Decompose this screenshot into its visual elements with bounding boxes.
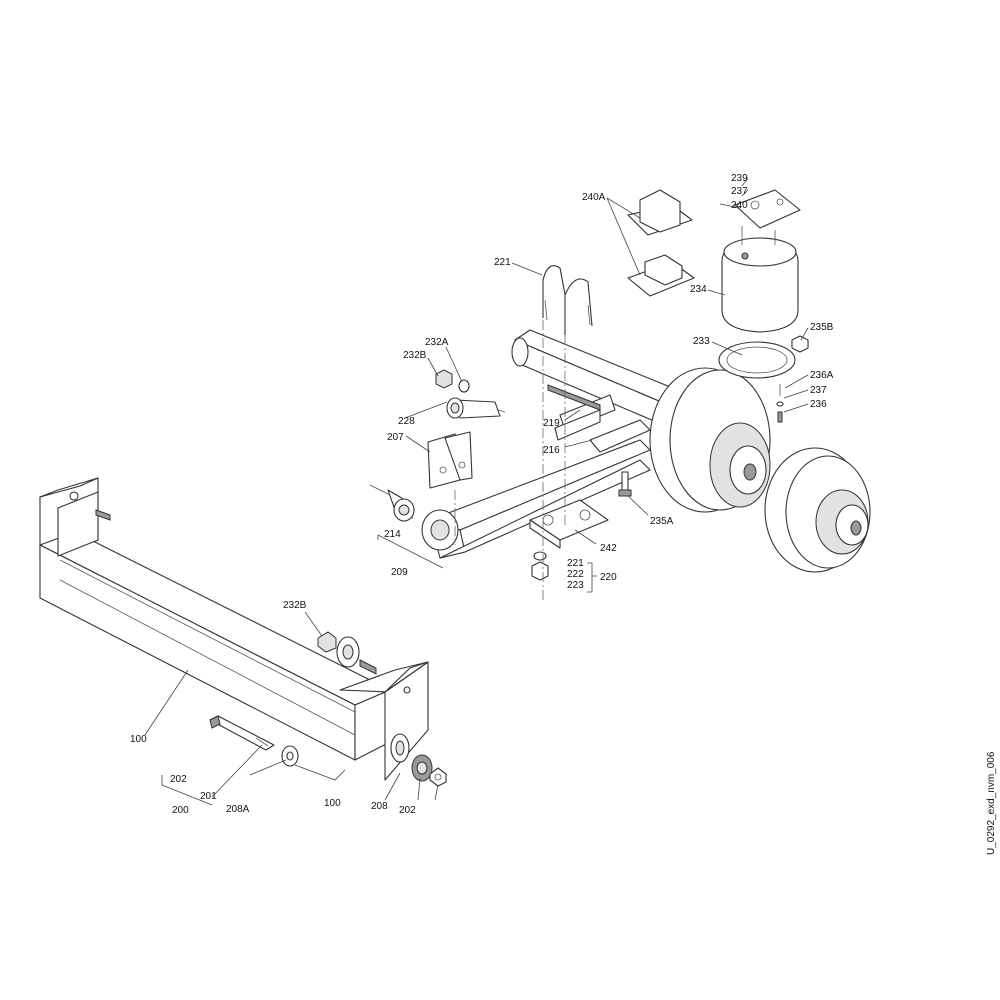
label-214: 214	[384, 529, 401, 540]
bushing-208	[411, 754, 433, 782]
label-236A: 236A	[810, 370, 834, 381]
bracket-240A-lower	[627, 254, 695, 297]
label-240A: 240A	[582, 192, 606, 203]
label-232B-upper: 232B	[403, 350, 427, 361]
label-202-right: 202	[399, 805, 416, 816]
label-201: 201	[200, 791, 217, 802]
label-235B: 235B	[810, 322, 834, 333]
label-237-upper: 237	[731, 186, 748, 197]
bolt-236	[776, 384, 784, 423]
label-208A: 208A	[226, 804, 250, 815]
label-228: 228	[398, 416, 415, 427]
brake-drum	[649, 367, 771, 513]
label-100-bottom: 100	[324, 798, 341, 809]
bracket-207	[427, 431, 473, 489]
label-233: 233	[693, 336, 710, 347]
bushing-232B-lower	[317, 631, 377, 675]
bushing-214	[369, 484, 415, 522]
label-235A: 235A	[650, 516, 674, 527]
label-232A: 232A	[425, 337, 449, 348]
washer-232A	[458, 379, 470, 393]
label-222: 222	[567, 569, 584, 580]
label-234: 234	[690, 284, 707, 295]
label-209: 209	[391, 567, 408, 578]
washer-208A	[281, 745, 299, 767]
u-bolt-221	[542, 265, 593, 335]
top-plate-240	[734, 189, 801, 229]
label-237-lower: 237	[810, 385, 827, 396]
air-spring-234	[721, 226, 799, 333]
label-236: 236	[810, 399, 827, 410]
label-100-left: 100	[130, 734, 147, 745]
leader-lines	[144, 177, 809, 806]
label-216: 216	[543, 445, 560, 456]
label-221-nut: 221	[567, 558, 584, 569]
label-232B-lower: 232B	[283, 600, 307, 611]
trailing-arm-209	[421, 439, 651, 559]
base-plate-233	[718, 341, 796, 379]
nut-202	[429, 767, 447, 787]
bracket-240A-upper	[627, 189, 693, 236]
label-240: 240	[731, 200, 748, 211]
crossmember-100	[39, 477, 429, 781]
nut-235B	[791, 335, 809, 353]
bolt-201	[209, 715, 275, 751]
label-239: 239	[731, 173, 748, 184]
label-219: 219	[543, 418, 560, 429]
label-208: 208	[371, 801, 388, 812]
document-id: U_0292_exd_nvm_006	[986, 751, 997, 855]
bolt-235A	[618, 471, 632, 497]
label-221-ubolt: 221	[494, 257, 511, 268]
nut-washer-220	[531, 551, 549, 581]
bushing-232B-upper	[435, 369, 453, 389]
label-207: 207	[387, 432, 404, 443]
label-200: 200	[172, 805, 189, 816]
hub-disc	[764, 447, 871, 573]
label-223: 223	[567, 580, 584, 591]
clamp-plate-242	[529, 499, 609, 549]
axle-tube	[511, 329, 691, 433]
shock-absorber-228	[446, 397, 506, 419]
label-202-left: 202	[170, 774, 187, 785]
bracket-219	[547, 384, 616, 441]
label-242: 242	[600, 543, 617, 554]
label-220: 220	[600, 572, 617, 583]
